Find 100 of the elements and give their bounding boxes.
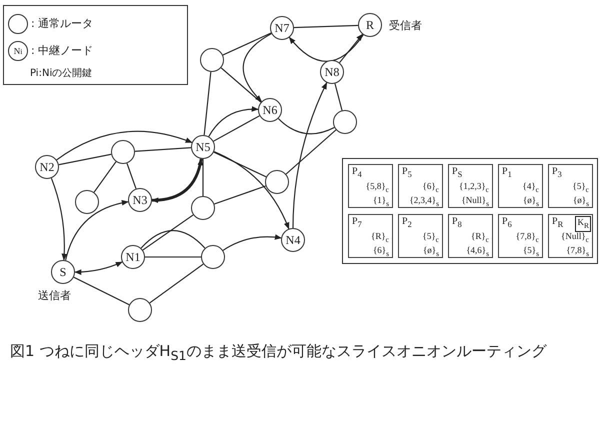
relay-node [191,135,215,159]
connector-line [58,154,112,166]
cell-value: {5}$_{s}$ [522,245,539,259]
cell-value: {5}$_{c}$ [422,231,439,245]
cell-value: {6}$_{c}$ [422,181,439,195]
relay-node [281,228,305,252]
cell-value: {5}$_{c}$ [572,181,589,195]
node-label: N2 [40,160,54,174]
connector-arrow [292,82,328,228]
cell-value: {1}$_{s}$ [372,195,389,209]
connector-line [74,276,130,306]
relay-node [320,60,344,84]
relay-node [35,155,59,179]
cell-heading: P$_{8}$ [452,217,462,230]
cell-heading: P$_{7}$ [352,217,362,230]
figure-caption: 図1 つねに同じヘッダH$_{S1}$のまま送受信が可能なスライスオニオンルーティング [10,341,548,365]
cell-value: {2,3,4}$_{s}$ [409,195,439,209]
connector-arrow [56,130,193,160]
legend-text: : 通常ルータ [31,16,94,31]
connector-arrow [151,158,203,203]
connector-line [286,129,336,175]
relay-node [270,16,294,40]
key-cell [498,164,543,208]
router-circle [191,196,215,220]
cell-value: {R}$_{c}$ [471,231,489,245]
relay-node [128,188,152,212]
connector-line [294,24,358,28]
key-cell [548,214,593,258]
connector-line [134,147,192,152]
cell-value: {Null}$_{s}$ [461,195,489,209]
connector-line [202,159,204,196]
cell-value: {5,8}$_{c}$ [366,181,389,195]
node-caption: 送信者 [38,288,71,303]
connector-arrow [242,33,272,102]
key-cell [448,214,493,258]
node-label: S [60,264,66,280]
node-label: N3 [132,192,148,208]
key-cell [448,164,493,208]
router-circle [333,110,357,134]
node-label: N8 [324,64,340,80]
connector-arrow [208,106,259,137]
cell-value: {Null}$_{c}$ [561,231,589,245]
connector-line [126,163,137,189]
router-circle [128,298,152,322]
connector-line [149,264,204,304]
connector-arrow [74,262,123,275]
cell-value: {4,6}$_{s}$ [466,245,489,259]
relay-node [121,245,145,269]
router-circle [201,245,225,269]
node-label: N4 [286,232,300,248]
connector-line [213,115,260,142]
connector-arrow [214,151,290,230]
connector-line [278,118,335,134]
node-caption: 受信者 [389,18,422,33]
legend-note: Pi:Niの公開鍵 [30,67,92,80]
key-cell [348,214,393,258]
key-box: K$_{R}$ [575,216,591,232]
cell-value: {4}$_{c}$ [522,181,539,195]
key-table [342,158,598,264]
router-circle [200,48,224,72]
cell-heading: P$_{4}$ [352,167,362,180]
connector-line [214,185,266,205]
key-cell [398,164,443,208]
connector-line [142,214,194,251]
node-label: N5 [196,140,210,154]
node-label: R [366,18,374,32]
cell-value: {6}$_{s}$ [372,245,389,259]
connector-arrow [50,178,68,261]
router-circle [265,170,289,194]
cell-value: {7,8}$_{c}$ [516,231,539,245]
cell-value: {ø}$_{s}$ [572,195,589,209]
cell-heading: P$_{6}$ [502,217,512,230]
legend-text: : 中継ノード [31,43,94,58]
cell-value: {ø}$_{s}$ [422,245,439,259]
cell-value: {1,2,3}$_{c}$ [459,181,489,195]
connector-line [222,32,272,56]
connector-line [214,152,266,178]
node-label: N6 [262,102,278,118]
key-cell [348,164,393,208]
cell-value: {ø}$_{s}$ [522,195,539,209]
key-cell [548,164,593,208]
connector-line [334,83,343,111]
connector-line [220,67,262,103]
cell-heading: P$_{5}$ [402,167,412,180]
cell-heading: P$_{1}$ [502,167,512,180]
cell-value: {R}$_{c}$ [371,231,389,245]
cell-heading: P$_{S}$ [452,167,462,180]
key-cell [398,214,443,258]
connector-arrow [288,34,364,62]
router-circle [111,140,135,164]
router-circle [75,190,99,214]
key-cell [498,214,543,258]
connector-line [145,256,201,258]
connector-line [140,230,206,248]
connector-arrow [65,200,129,260]
node-label: N7 [274,20,290,36]
node-label: N1 [126,250,140,264]
connector-line [94,161,116,193]
connector-arrow [222,234,282,251]
relay-node [258,98,282,122]
